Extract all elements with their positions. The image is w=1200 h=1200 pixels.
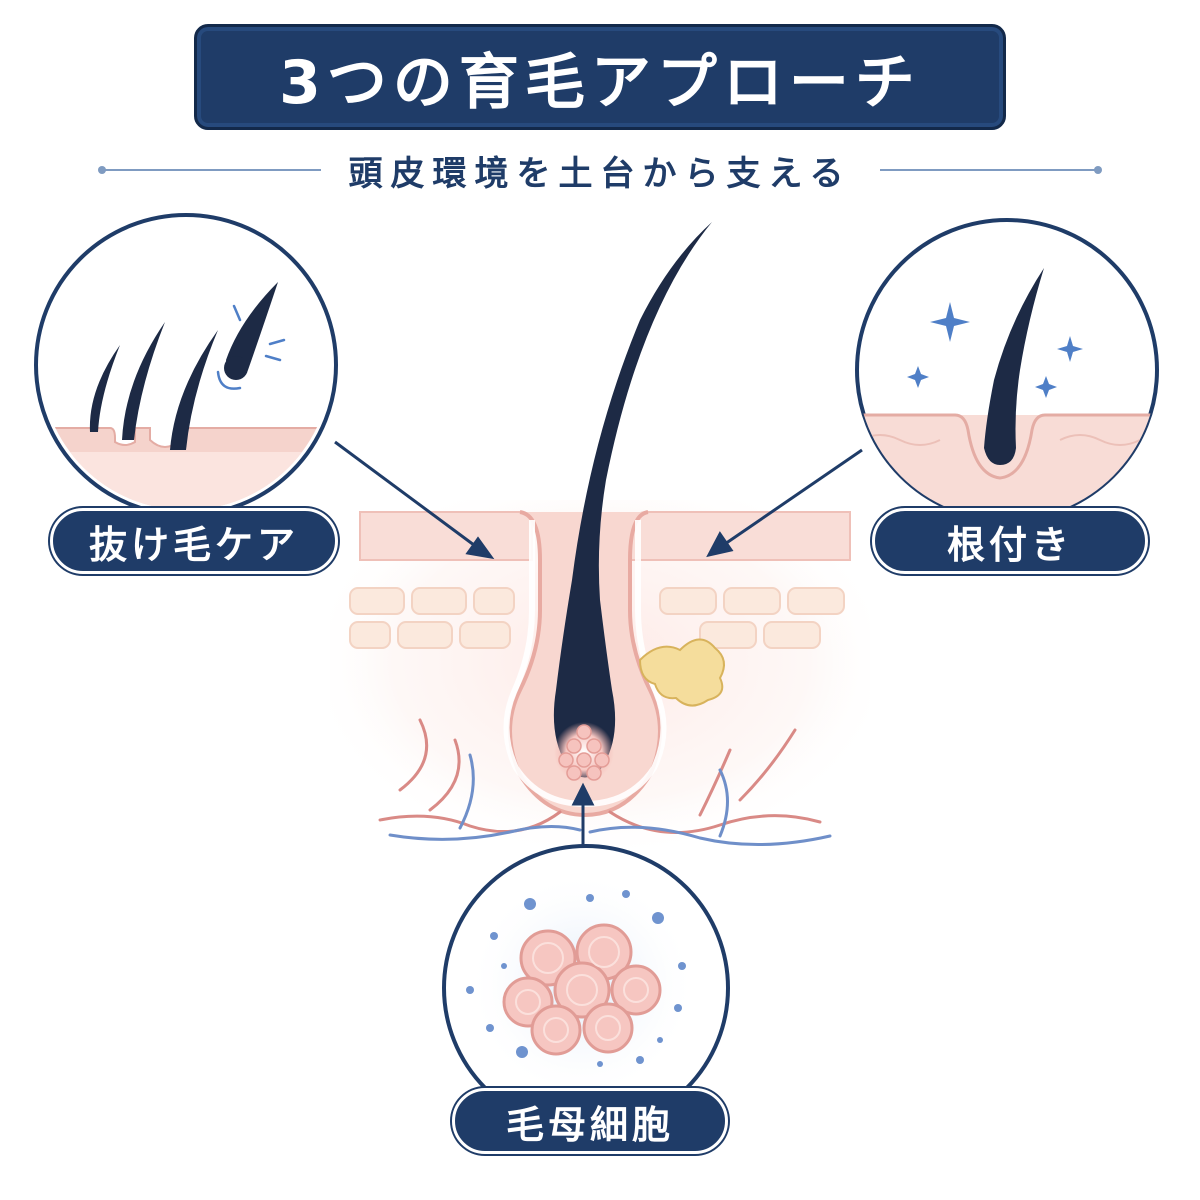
label-rooting-text: 根付き xyxy=(946,522,1073,567)
page-title: 3つの育毛アプローチ xyxy=(279,47,921,118)
page-subtitle: 頭皮環境を土台から支える xyxy=(348,153,852,194)
arrow-icon xyxy=(571,782,595,806)
arrow-icon xyxy=(706,531,734,558)
label-hair-loss-care-text: 抜け毛ケア xyxy=(88,522,299,567)
subtitle-row: 頭皮環境を土台から支える xyxy=(98,148,1102,194)
label-hair-matrix-cells: 毛母細胞 xyxy=(452,1088,728,1154)
sparkle-icon xyxy=(907,302,1083,398)
subtitle-divider-left xyxy=(98,166,321,174)
title-banner: 3つの育毛アプローチ xyxy=(194,24,1006,130)
connector-lines xyxy=(334,440,863,850)
subtitle-divider-right xyxy=(879,166,1102,174)
rooted-hair-circle xyxy=(855,218,1159,522)
shedding-hair-circle xyxy=(34,213,338,517)
hair-matrix-cell-circle xyxy=(442,844,730,1132)
skin-cross-section xyxy=(330,222,870,860)
label-hair-loss-care: 抜け毛ケア xyxy=(50,508,338,574)
label-hair-matrix-cells-text: 毛母細胞 xyxy=(505,1102,674,1147)
label-rooting: 根付き xyxy=(872,508,1148,574)
arrow-icon xyxy=(465,536,495,560)
